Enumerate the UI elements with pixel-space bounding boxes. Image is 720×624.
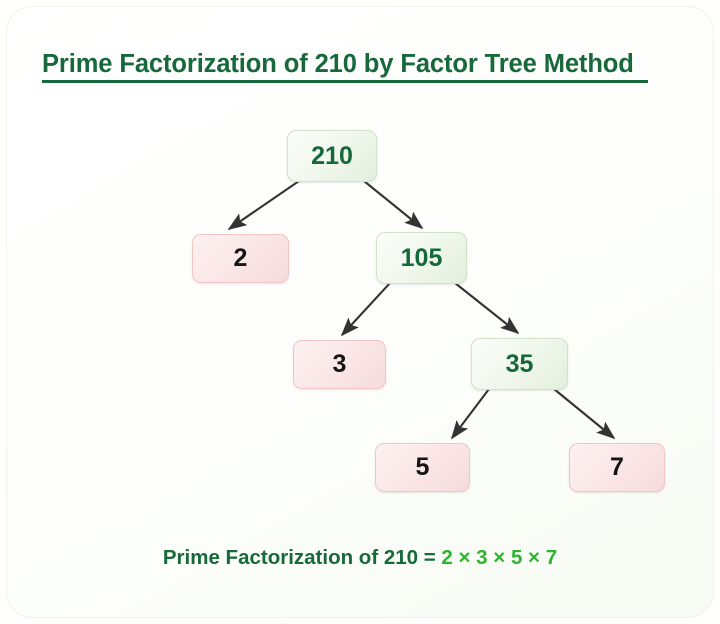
factor-node-7: 7 bbox=[569, 443, 665, 492]
factor-node-3: 3 bbox=[293, 340, 386, 389]
arrow-icon-n105-to-n35 bbox=[454, 282, 520, 335]
factor-node-35: 35 bbox=[471, 338, 568, 390]
arrow-icon-n210-to-n2 bbox=[227, 180, 300, 230]
title-underline bbox=[42, 80, 648, 83]
caption-lead: Prime Factorization of 210 = bbox=[162, 546, 442, 569]
arrow-icon-n35-to-n5 bbox=[450, 388, 490, 440]
factor-node-5: 5 bbox=[375, 443, 470, 492]
factor-node-105: 105 bbox=[376, 232, 467, 284]
caption-result: 2 × 3 × 5 × 7 bbox=[441, 546, 558, 569]
factor-node-2: 2 bbox=[192, 234, 289, 283]
arrow-icon-n35-to-n7 bbox=[553, 388, 616, 440]
page-title: Prime Factorization of 210 by Factor Tre… bbox=[42, 50, 634, 78]
factor-node-210: 210 bbox=[287, 130, 377, 182]
arrow-icon-n210-to-n105 bbox=[363, 180, 424, 230]
caption: Prime Factorization of 210 = 2 × 3 × 5 ×… bbox=[0, 546, 720, 570]
arrow-icon-n105-to-n3 bbox=[340, 282, 391, 337]
